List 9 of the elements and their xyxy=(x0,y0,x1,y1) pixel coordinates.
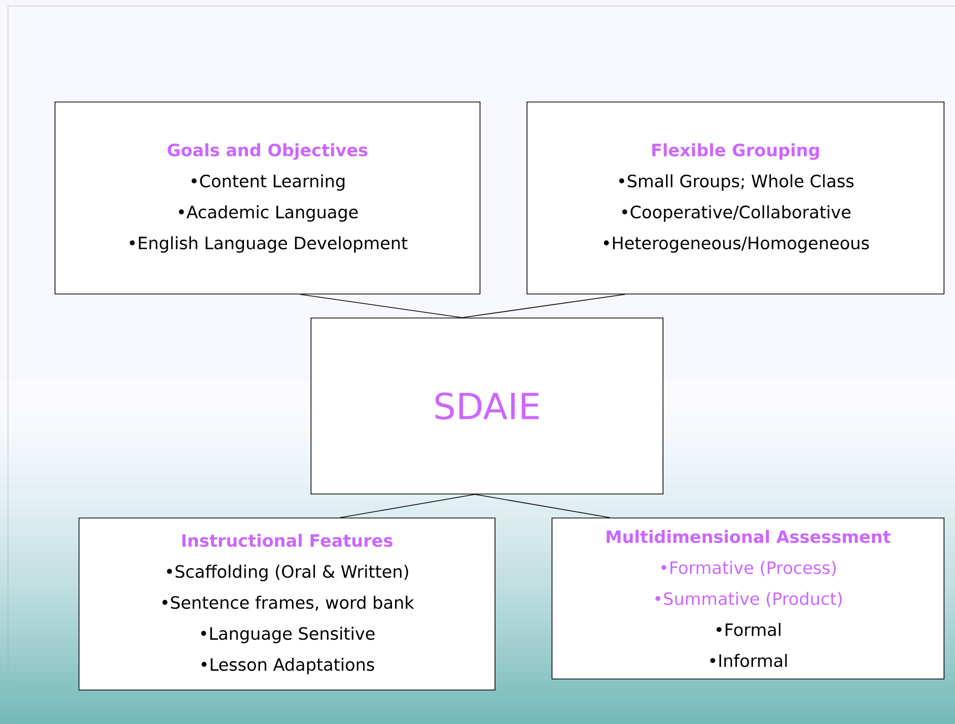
center-box: SDAIE xyxy=(310,318,664,494)
topic-box: Instructional Features •Scaffolding (Oral & Written) •Sentence frames, word bank •Language Sensitive •Lesson Adaptations xyxy=(78,518,496,690)
connector-line xyxy=(340,494,476,518)
topic-box: Multidimensional Assessment •Formative (Process) •Summative (Product) •Formal •Informal xyxy=(552,518,944,680)
topic-box: Goals and Objectives •Content Learning •Academic Language •English Language Development xyxy=(54,102,480,294)
connector-line xyxy=(474,494,610,518)
topic-box: Flexible Grouping •Small Groups; Whole Class •Cooperative/Collaborative •Heterogeneous/Homogeneous xyxy=(526,102,944,294)
connector-line xyxy=(300,294,462,318)
connector-line xyxy=(462,294,626,318)
